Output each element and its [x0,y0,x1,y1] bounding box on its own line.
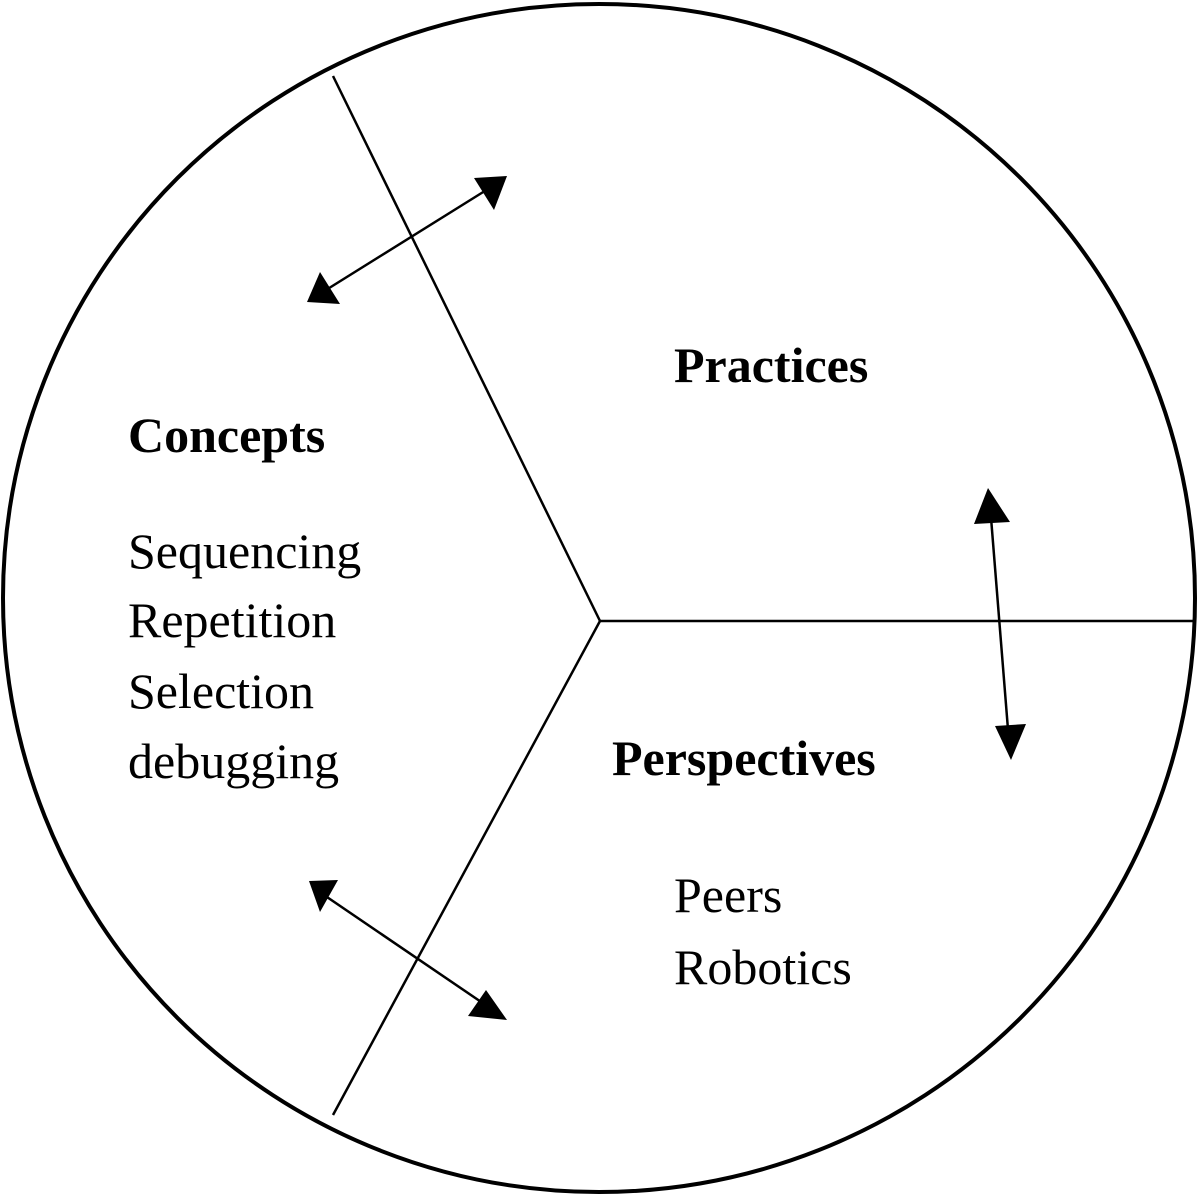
perspectives-heading: Perspectives [612,730,876,786]
practices-heading: Practices [674,337,868,393]
concepts-item: Sequencing [128,523,361,579]
concepts-item: debugging [128,733,339,789]
double-arrow-practices-perspectives [974,488,1026,760]
concepts-item: Selection [128,663,314,719]
perspectives-item: Robotics [674,939,852,995]
concepts-heading: Concepts [128,407,325,463]
divider-lower-left [331,620,602,1116]
concepts-item: Repetition [128,592,336,648]
perspectives-item: Peers [674,867,782,923]
double-arrow-concepts-perspectives [309,880,507,1020]
divider-upper-left [331,75,602,622]
double-arrow-concepts-practices [307,176,507,304]
